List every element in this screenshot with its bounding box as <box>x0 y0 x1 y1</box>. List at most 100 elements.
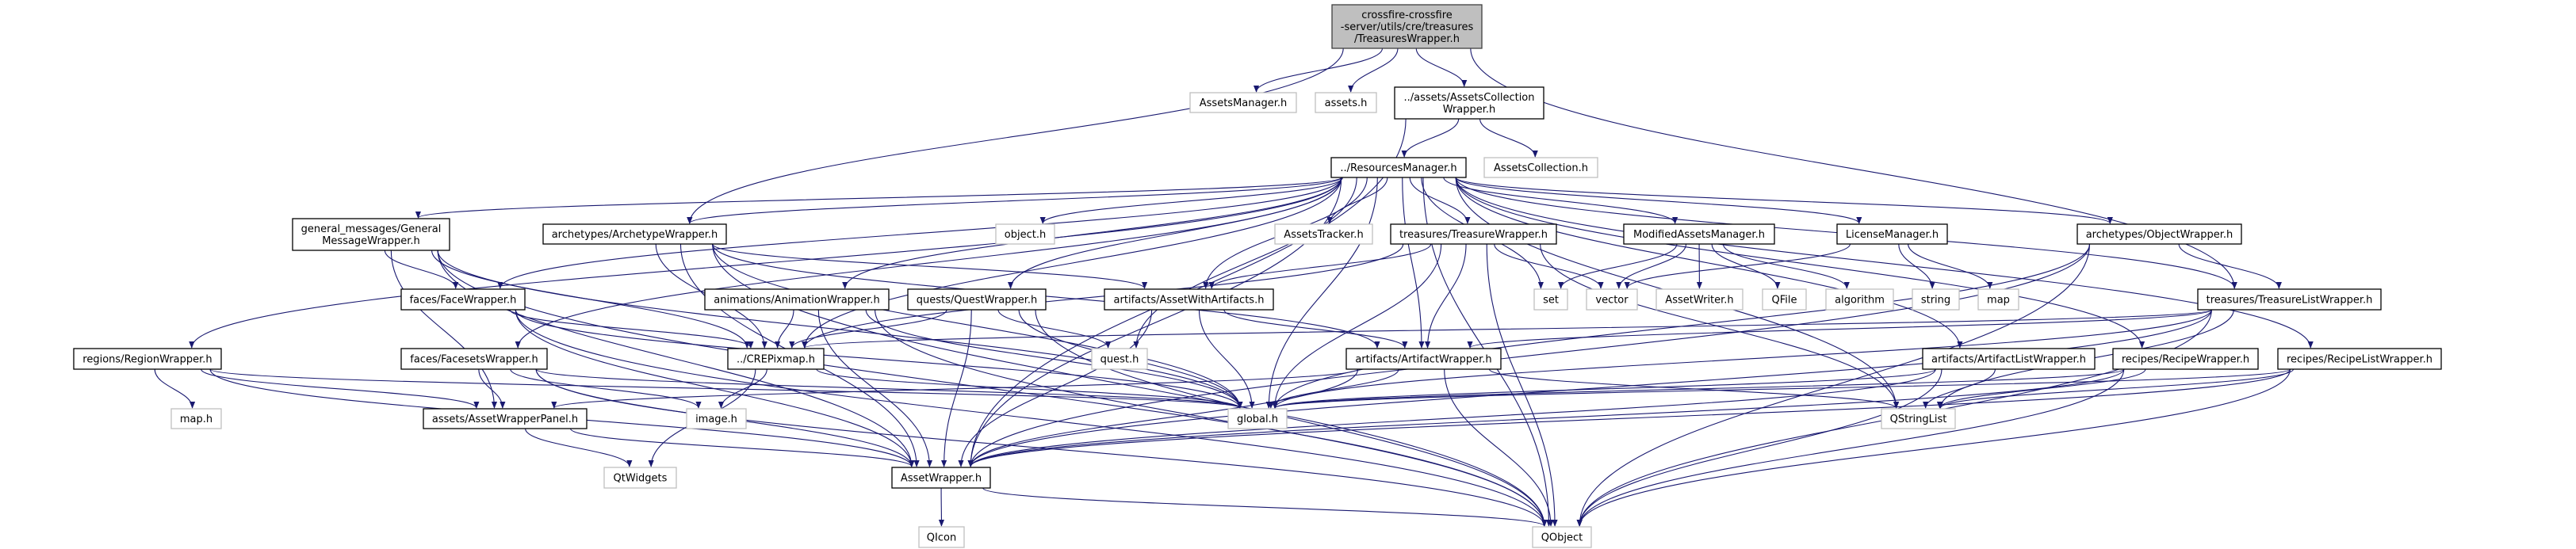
node-fsw[interactable]: faces/FacesetsWrapper.h <box>400 348 548 370</box>
edge-tw-to-global <box>1272 243 1442 409</box>
node-tlw[interactable]: treasures/TreasureListWrapper.h <box>2197 288 2382 311</box>
edge-archw-to-global <box>712 243 1243 409</box>
node-rlw[interactable]: recipes/RecipeListWrapper.h <box>2277 348 2442 370</box>
node-label: treasures/TreasureWrapper.h <box>1399 229 1548 241</box>
edge-awa-to-global <box>1198 309 1255 409</box>
node-vector: vector <box>1586 288 1638 311</box>
node-box <box>1532 526 1592 548</box>
edge-rm-to-objecth <box>1039 177 1343 224</box>
edge-mam-to-algorithm <box>1722 243 1850 289</box>
node-box <box>1825 288 1894 311</box>
node-box <box>73 348 222 370</box>
edge-root-to-assetsmanager <box>1253 48 1384 93</box>
edge-artw-to-awp <box>551 368 1359 409</box>
edge-ow-to-tlw <box>2178 243 2282 289</box>
edge-awa-to-artw <box>1223 309 1408 349</box>
node-rm[interactable]: ../ResourcesManager.h <box>1330 157 1467 178</box>
node-box <box>1922 348 2096 370</box>
node-label: QStringList <box>1890 414 1947 425</box>
node-box <box>1390 223 1557 245</box>
edge-alw-to-assetw <box>967 368 1936 467</box>
node-box <box>2197 288 2382 311</box>
node-alw[interactable]: artifacts/ArtifactListWrapper.h <box>1922 348 2096 370</box>
node-qtw: QtWidgets <box>603 467 677 489</box>
node-assetw[interactable]: AssetWrapper.h <box>891 467 991 489</box>
node-tw[interactable]: treasures/TreasureWrapper.h <box>1390 223 1557 245</box>
node-lm[interactable]: LicenseManager.h <box>1836 223 1948 245</box>
edge-mam-to-set <box>1558 243 1678 289</box>
edge-mam-to-vector <box>1616 243 1687 289</box>
edge-rw-to-maph <box>154 368 196 409</box>
node-box <box>1189 92 1297 113</box>
node-label: QIcon <box>927 532 956 544</box>
edge-root-to-archw <box>687 48 1344 224</box>
node-label: crossfire-crossfire <box>1361 10 1453 21</box>
edge-aw_anim-to-crep <box>775 309 794 349</box>
node-label: archetypes/ObjectWrapper.h <box>2086 229 2233 241</box>
node-label: ../ResourcesManager.h <box>1340 162 1456 174</box>
node-crep[interactable]: ../CREPixmap.h <box>727 348 825 370</box>
edge-recw-to-global <box>1273 368 2125 409</box>
node-box <box>542 223 727 245</box>
edge-assetw-to-qobject <box>982 487 1548 527</box>
node-artw[interactable]: artifacts/ArtifactWrapper.h <box>1345 348 1502 370</box>
edge-fw-to-global <box>515 309 1243 409</box>
edge-rlw-to-assetw <box>967 368 2291 467</box>
node-assetsmanager: AssetsManager.h <box>1189 92 1297 113</box>
node-rw[interactable]: regions/RegionWrapper.h <box>73 348 222 370</box>
node-label: ../assets/AssetsCollection <box>1403 92 1534 104</box>
edge-tw-to-vector <box>1494 243 1604 289</box>
node-label: animations/AnimationWrapper.h <box>714 295 879 307</box>
node-label: map.h <box>180 414 212 425</box>
node-label: image.h <box>695 414 737 425</box>
edge-rm-to-fsw <box>515 177 1342 349</box>
edge-rm-to-tw <box>1409 177 1471 224</box>
edge-tlw-to-artw <box>1467 309 2212 349</box>
node-fw[interactable]: faces/FaceWrapper.h <box>400 288 526 311</box>
node-recw[interactable]: recipes/RecipeWrapper.h <box>2112 348 2259 370</box>
edge-fsw-to-global <box>535 368 1243 409</box>
node-aw_anim[interactable]: animations/AnimationWrapper.h <box>704 288 890 311</box>
edge-rm-to-aw_anim <box>842 177 1342 289</box>
node-awa[interactable]: artifacts/AssetWithArtifacts.h <box>1104 288 1274 311</box>
node-box <box>686 408 747 429</box>
node-label: faces/FacesetsWrapper.h <box>410 354 538 366</box>
node-label: archetypes/ArchetypeWrapper.h <box>552 229 718 241</box>
node-qw[interactable]: quests/QuestWrapper.h <box>907 288 1047 311</box>
edge-lm-to-string <box>1898 243 1935 289</box>
node-qfile: QFile <box>1762 288 1807 311</box>
node-mam[interactable]: ModifiedAssetsManager.h <box>1623 223 1775 245</box>
edge-qw-to-crep <box>789 309 947 349</box>
node-box <box>704 288 890 311</box>
node-label: treasures/TreasureListWrapper.h <box>2207 295 2373 307</box>
edges-layer <box>154 48 2314 527</box>
edge-crep-to-imageh <box>718 368 767 409</box>
node-box <box>423 408 588 429</box>
node-label: AssetWrapper.h <box>901 473 982 485</box>
node-root[interactable]: crossfire-crossfire-server/utils/cre/tre… <box>1331 4 1483 49</box>
node-map: map <box>1977 288 2019 311</box>
edge-rw-to-global <box>209 368 1242 409</box>
node-qicon: QIcon <box>918 526 965 548</box>
edge-rm-to-archw <box>687 177 1342 224</box>
node-label: recipes/RecipeWrapper.h <box>2122 354 2249 366</box>
edge-fw-to-qobject <box>515 309 1548 527</box>
node-label: general_messages/General <box>301 223 442 235</box>
node-label: assets.h <box>1325 97 1368 109</box>
node-box <box>1912 288 1960 311</box>
edge-rm-to-alw <box>1455 177 1963 349</box>
edge-awp-to-qtw <box>525 428 633 467</box>
edge-ow-to-assetw <box>967 243 2091 467</box>
node-label: vector <box>1595 295 1629 307</box>
node-label: ModifiedAssetsManager.h <box>1633 229 1765 241</box>
edge-alw-to-qsl <box>1923 368 1996 409</box>
node-archw[interactable]: archetypes/ArchetypeWrapper.h <box>542 223 727 245</box>
node-ow[interactable]: archetypes/ObjectWrapper.h <box>2076 223 2242 245</box>
edge-artw-to-assetw <box>967 368 1359 467</box>
node-label: artifacts/AssetWithArtifacts.h <box>1114 295 1265 307</box>
node-awp[interactable]: assets/AssetWrapperPanel.h <box>423 408 588 429</box>
edge-rw-to-awp <box>201 368 480 409</box>
edge-recw-to-qobject <box>1576 368 2125 527</box>
